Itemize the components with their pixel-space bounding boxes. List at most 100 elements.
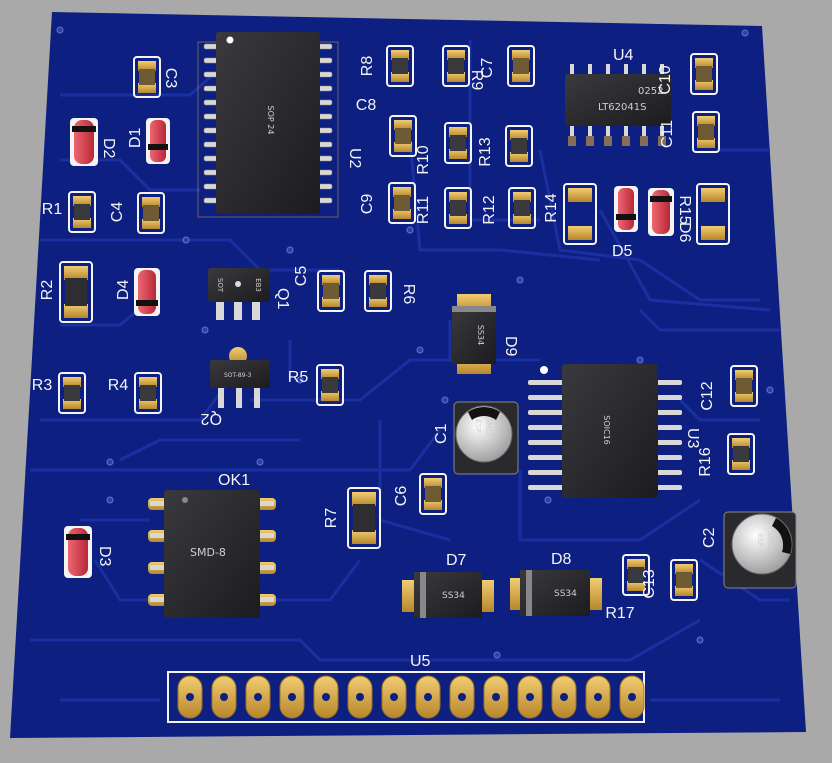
r15-outline xyxy=(696,183,730,245)
c5-outline xyxy=(317,270,345,312)
c13-designator: C13 xyxy=(641,569,658,598)
r4-resistor[interactable]: R4 xyxy=(108,372,162,414)
d7-designator: D7 xyxy=(446,552,467,569)
u2-ic[interactable]: SOP 24 U2 xyxy=(197,32,363,218)
d7-diode[interactable]: SS34 D7 xyxy=(402,552,494,618)
r15-designator: R15 xyxy=(676,195,693,224)
ok1-optocoupler[interactable]: SMD-8 OK1 xyxy=(148,472,276,618)
c13-pad-bottom xyxy=(675,586,693,596)
c11-body xyxy=(698,124,714,140)
r5-pad-top xyxy=(321,369,339,379)
c3-capacitor[interactable]: C3 xyxy=(133,56,179,98)
c1-mark-1: SMD xyxy=(484,417,493,435)
c5-pad-bottom xyxy=(322,297,340,307)
d8-diode[interactable]: SS34 D8 xyxy=(510,551,602,616)
d6-diode[interactable]: D6 xyxy=(648,188,693,243)
q2-transistor[interactable]: SOT-89-3 Q2 xyxy=(201,347,270,427)
r10-resistor[interactable]: R10 xyxy=(415,122,472,175)
r7-pad-bottom xyxy=(352,530,376,544)
c4-body xyxy=(143,205,159,221)
r2-outline xyxy=(59,261,93,323)
d4-diode[interactable]: D4 xyxy=(115,268,160,316)
r16-pad-top xyxy=(732,438,750,448)
q2-designator: Q2 xyxy=(201,410,222,427)
d1-diode[interactable]: D1 xyxy=(127,118,170,164)
c8-capacitor[interactable]: C8 xyxy=(356,97,417,157)
r12-pad-bottom xyxy=(513,214,531,224)
r3-pad-bottom xyxy=(63,399,81,409)
d3-designator: D3 xyxy=(96,546,113,567)
c1-can xyxy=(455,405,513,463)
r16-designator: R16 xyxy=(697,447,714,476)
c6-capacitor[interactable]: C6 xyxy=(393,473,447,515)
r5-resistor[interactable]: R5 xyxy=(288,364,344,406)
u5-header[interactable]: U5 xyxy=(167,653,645,723)
r3-outline xyxy=(58,372,86,414)
r9-body xyxy=(448,58,464,74)
d9-diode[interactable]: SS34 D9 xyxy=(452,294,519,374)
r17-resistor[interactable]: R17 xyxy=(605,554,650,622)
u4-designator: U4 xyxy=(613,47,634,64)
r7-resistor[interactable]: R7 xyxy=(323,487,381,549)
r14-designator: R14 xyxy=(543,193,560,222)
c2-mark-2: ESP xyxy=(756,533,764,546)
d3-diode[interactable]: D3 xyxy=(64,526,113,578)
r9-resistor[interactable]: R9 xyxy=(442,45,485,90)
c5-pad-top xyxy=(322,275,340,285)
c6-outline xyxy=(419,473,447,515)
c12-capacitor[interactable]: C12 xyxy=(699,365,758,411)
r6-outline xyxy=(364,270,392,312)
c13-pad-top xyxy=(675,564,693,574)
r12-designator: R12 xyxy=(481,195,498,224)
c9-capacitor[interactable]: C9 xyxy=(359,182,416,224)
r8-resistor[interactable]: R8 xyxy=(359,45,414,87)
c7-capacitor[interactable]: C7 xyxy=(479,45,535,87)
q1-transistor[interactable]: SOT EB3 Q1 xyxy=(208,268,291,320)
u3-ic[interactable]: SOIC16 U3 xyxy=(528,364,701,498)
r6-pad-top xyxy=(369,275,387,285)
c3-body xyxy=(139,69,155,85)
u3-body xyxy=(562,364,658,498)
d2-diode[interactable]: D2 xyxy=(70,118,117,166)
r16-resistor[interactable]: R16 xyxy=(697,433,755,477)
r4-designator: R4 xyxy=(108,377,129,394)
u4-ic[interactable]: 0252 LT62041S U4 xyxy=(565,47,671,146)
c8-designator: C8 xyxy=(356,97,377,114)
c10-capacitor[interactable]: C10 xyxy=(657,53,718,95)
r11-resistor[interactable]: R11 xyxy=(415,187,472,229)
r6-resistor[interactable]: R6 xyxy=(364,270,417,312)
c10-pad-bottom xyxy=(695,80,713,90)
r12-pad-top xyxy=(513,192,531,202)
r3-resistor[interactable]: R3 xyxy=(32,372,86,414)
c6-pad-bottom xyxy=(424,500,442,510)
r5-outline xyxy=(316,364,344,406)
q1-mark-left: SOT xyxy=(216,278,224,293)
c3-outline xyxy=(133,56,161,98)
c4-pad-top xyxy=(142,197,160,207)
r15-resistor[interactable]: R15 xyxy=(676,183,730,245)
c2-electrolytic-capacitor[interactable]: SMD ESP C2 xyxy=(701,511,797,589)
c1-electrolytic-capacitor[interactable]: SMD ESP C1 xyxy=(433,401,519,475)
r11-pad-top xyxy=(449,192,467,202)
c4-capacitor[interactable]: C4 xyxy=(109,192,165,234)
r13-resistor[interactable]: R13 xyxy=(477,125,533,167)
d5-diode[interactable]: D5 xyxy=(612,186,638,260)
u3-pin1-dot xyxy=(540,366,548,374)
c5-capacitor[interactable]: C5 xyxy=(293,266,345,312)
r2-resistor[interactable]: R2 xyxy=(39,261,93,323)
r12-body xyxy=(514,200,530,216)
r3-designator: R3 xyxy=(32,377,53,394)
c13-capacitor[interactable]: C13 xyxy=(641,559,698,601)
r12-resistor[interactable]: R12 xyxy=(481,187,536,229)
r16-outline xyxy=(727,433,755,475)
c10-body xyxy=(696,66,712,82)
r1-resistor[interactable]: R1 xyxy=(42,191,96,233)
r8-outline xyxy=(386,45,414,87)
c11-capacitor[interactable]: C11 xyxy=(659,111,720,153)
ok1-body xyxy=(164,490,260,618)
r9-outline xyxy=(442,45,470,87)
r14-resistor[interactable]: R14 xyxy=(543,183,597,245)
u4-line1: 0252 xyxy=(638,86,663,97)
c6-body xyxy=(425,486,441,502)
